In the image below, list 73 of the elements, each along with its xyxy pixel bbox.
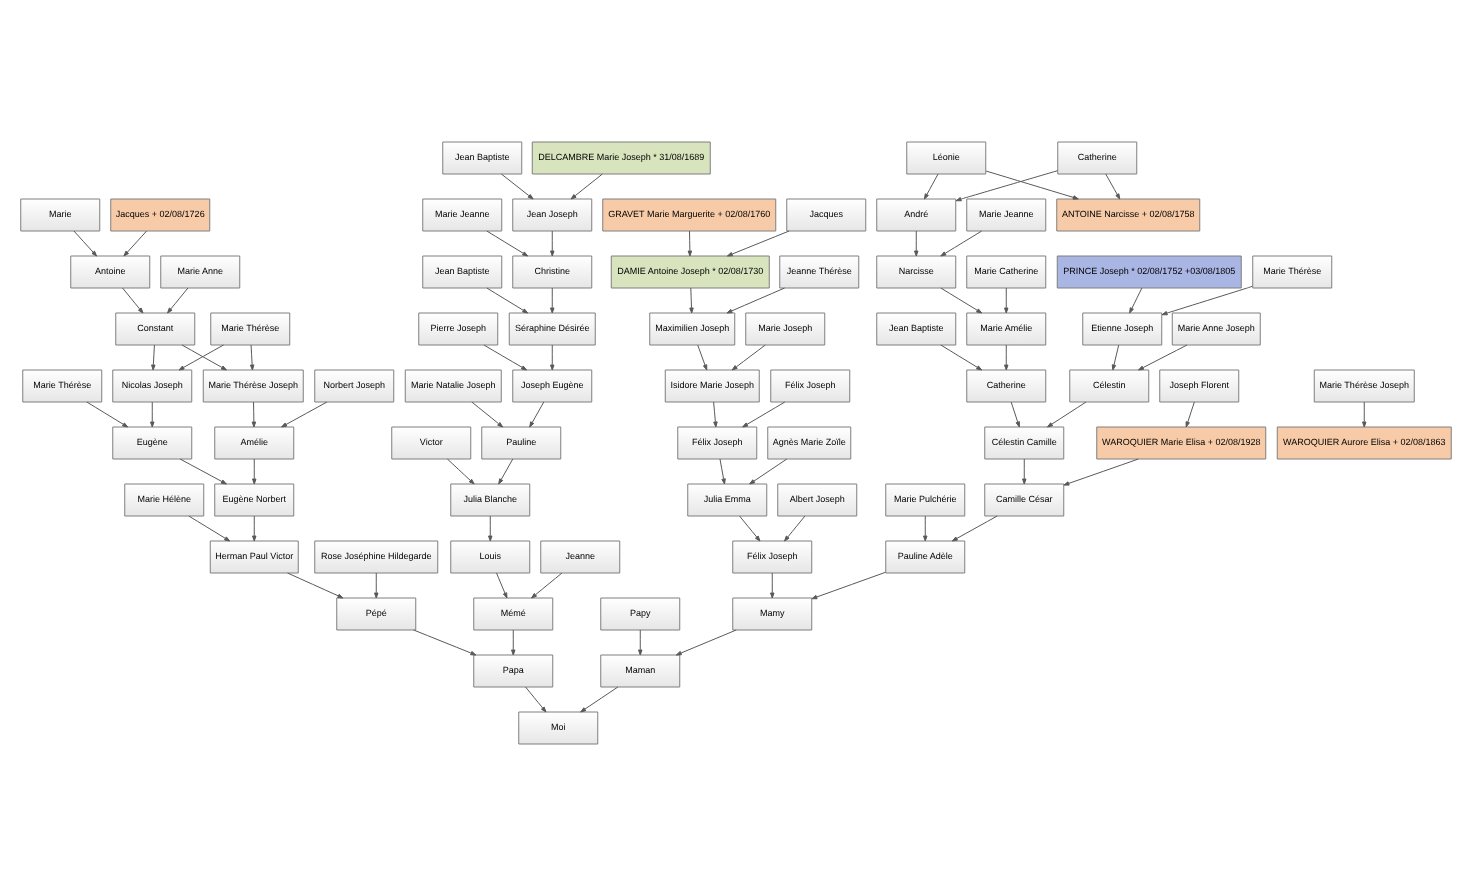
arrow: [413, 629, 477, 656]
arrow: [252, 515, 257, 542]
arrow: [500, 173, 534, 200]
arrow: [719, 458, 726, 485]
arrow: [1111, 344, 1120, 371]
arrow: [1185, 401, 1195, 428]
arrow: [955, 170, 1059, 202]
arrow: [531, 572, 563, 599]
arrow: [742, 401, 786, 428]
arrow: [1004, 287, 1009, 314]
arrow: [488, 515, 493, 542]
arrow: [123, 230, 148, 257]
arrow: [731, 344, 766, 371]
arrow: [252, 458, 257, 485]
arrow: [580, 686, 619, 713]
arrow: [923, 515, 928, 542]
arrow: [251, 401, 257, 428]
arrow: [739, 515, 761, 542]
arrow: [86, 401, 129, 428]
arrow: [471, 401, 504, 428]
arrow: [249, 344, 255, 371]
arrow: [486, 230, 529, 257]
arrow: [697, 344, 708, 371]
arrow: [483, 344, 528, 371]
arrow: [940, 230, 983, 257]
arrow: [675, 629, 737, 656]
arrow: [687, 230, 693, 257]
arrow: [985, 170, 1079, 200]
arrow: [940, 344, 983, 371]
arrow: [1022, 458, 1027, 485]
arrow: [1063, 458, 1139, 486]
arrow: [638, 629, 643, 656]
arrow: [940, 287, 983, 314]
arrow: [287, 572, 344, 599]
arrow: [150, 401, 155, 428]
arrow: [1010, 401, 1020, 428]
arrow: [498, 458, 514, 485]
arrow: [446, 458, 475, 485]
arrow: [1362, 401, 1367, 428]
arrow: [923, 173, 939, 200]
arrow: [511, 629, 516, 656]
arrow: [1129, 287, 1143, 314]
arrow: [188, 515, 231, 542]
arrow: [570, 173, 603, 200]
arrow: [726, 230, 790, 257]
arrow: [486, 287, 529, 314]
arrow: [1161, 285, 1253, 316]
arrow: [749, 458, 788, 485]
arrow: [770, 572, 775, 599]
arrow: [281, 401, 328, 428]
arrow: [179, 458, 227, 485]
arrow: [689, 287, 694, 314]
arrow: [1004, 344, 1009, 371]
arrow: [726, 287, 786, 314]
arrow: [914, 230, 919, 257]
arrow: [496, 572, 508, 599]
arrow: [122, 287, 144, 314]
arrow: [811, 571, 886, 600]
arrow: [784, 515, 806, 542]
arrow: [550, 287, 555, 314]
arrow: [374, 572, 379, 599]
arrow: [167, 287, 189, 314]
arrow: [713, 401, 718, 428]
arrow: [550, 230, 555, 257]
arrow: [550, 344, 555, 371]
arrow: [73, 230, 98, 257]
arrow: [951, 515, 998, 542]
arrow: [1137, 344, 1188, 371]
arrow: [529, 401, 545, 428]
arrow: [525, 686, 547, 713]
arrow: [151, 344, 156, 371]
arrow: [1046, 401, 1087, 428]
arrow: [1105, 173, 1121, 200]
